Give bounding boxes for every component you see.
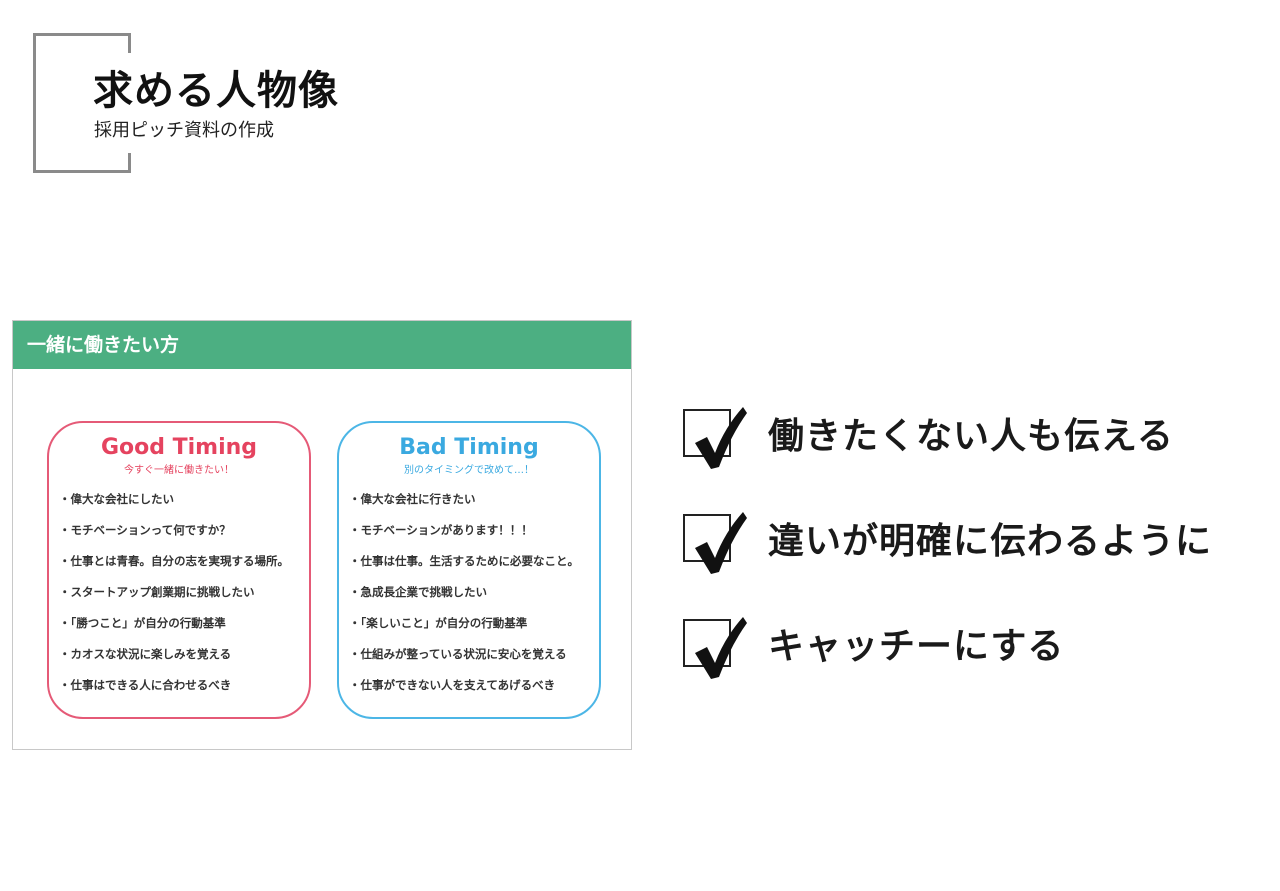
checklist: 働きたくない人も伝える 違いが明確に伝わるように キャッチーにする: [680, 395, 1270, 710]
good-timing-card: Good Timing 今すぐ一緒に働きたい！ ・偉大な会社にしたい ・モチベー…: [47, 421, 311, 719]
checkbox-checked-icon: [683, 617, 747, 679]
bad-timing-list: ・偉大な会社に行きたい ・モチベーションがあります！！！ ・仕事は仕事。生活する…: [339, 490, 599, 707]
checklist-text: 働きたくない人も伝える: [768, 416, 1174, 457]
slide-header: 一緒に働きたい方: [13, 321, 631, 369]
good-timing-subtitle: 今すぐ一緒に働きたい！: [124, 465, 234, 476]
list-item: ・偉大な会社にしたい: [59, 492, 174, 506]
checkbox-checked-icon: [683, 407, 747, 469]
good-timing-title: Good Timing: [100, 435, 258, 460]
list-item: ・仕事とは青春。自分の志を実現する場所。: [59, 554, 289, 568]
embedded-slide: 一緒に働きたい方 Good Timing 今すぐ一緒に働きたい！ ・偉大な会社に…: [12, 320, 632, 750]
page-title: 求める人物像: [93, 68, 339, 114]
list-item: ・モチベーションって何ですか？: [59, 523, 231, 537]
checklist-item: 働きたくない人も伝える: [680, 395, 1270, 500]
list-item: ・偉大な会社に行きたい: [349, 492, 476, 506]
checkmark-icon: [695, 407, 747, 469]
checkmark-icon: [695, 617, 747, 679]
checkbox-checked-icon: [683, 512, 747, 574]
bad-timing-subtitle: 別のタイミングで改めて…！: [404, 465, 534, 476]
list-item: ・仕事ができない人を支えてあげるべき: [349, 678, 556, 692]
checklist-item: キャッチーにする: [680, 605, 1270, 710]
list-item: ・仕事はできる人に合わせるべき: [59, 678, 232, 692]
list-item: ・仕組みが整っている状況に安心を覚える: [349, 647, 567, 661]
checklist-item: 違いが明確に伝わるように: [680, 500, 1270, 605]
list-item: ・カオスな状況に楽しみを覚える: [59, 647, 232, 661]
list-item: ・「勝つこと」が自分の行動基準: [59, 616, 226, 630]
bad-timing-title: Bad Timing: [399, 435, 539, 460]
list-item: ・スタートアップ創業期に挑戦したい: [59, 585, 255, 599]
list-item: ・モチベーションがあります！！！: [349, 523, 533, 537]
bad-timing-card: Bad Timing 別のタイミングで改めて…！ ・偉大な会社に行きたい ・モチ…: [337, 421, 601, 719]
list-item: ・急成長企業で挑戦したい: [349, 585, 487, 599]
list-item: ・「楽しいこと」が自分の行動基準: [349, 616, 528, 630]
list-item: ・仕事は仕事。生活するために必要なこと。: [349, 554, 579, 568]
checkmark-icon: [695, 512, 747, 574]
good-timing-list: ・偉大な会社にしたい ・モチベーションって何ですか？ ・仕事とは青春。自分の志を…: [49, 490, 309, 707]
page-subtitle: 採用ピッチ資料の作成: [94, 120, 274, 141]
header-bracket: [33, 33, 131, 173]
checklist-text: キャッチーにする: [768, 626, 1065, 667]
checklist-text: 違いが明確に伝わるように: [768, 521, 1213, 562]
